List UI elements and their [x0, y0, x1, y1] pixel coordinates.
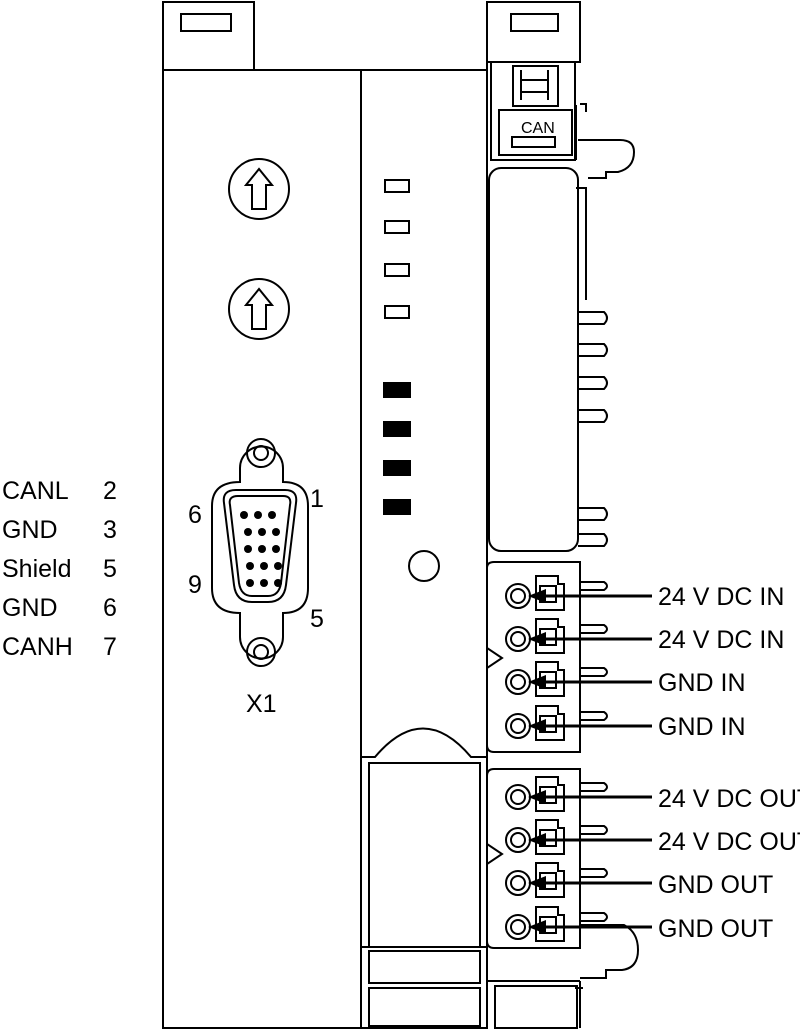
- led-outlined-3: [384, 263, 410, 277]
- terminal-label-2: 24 V DC IN: [658, 626, 784, 654]
- terminal-release-tab: [535, 705, 565, 741]
- dsub-pins: [240, 511, 282, 587]
- top-latch-left: [162, 1, 255, 71]
- terminal-inner-ring: [510, 875, 526, 891]
- terminal-label-4: GND IN: [658, 713, 746, 741]
- terminal-arrow-head: [528, 632, 546, 646]
- terminal-release-tab: [535, 661, 565, 697]
- terminal-release-tab: [535, 862, 565, 898]
- terminal-side-clip: [580, 581, 608, 591]
- terminal-side-clip: [580, 667, 608, 677]
- pin-signal-gnd-6: GND: [2, 594, 58, 622]
- terminal-opening: [505, 583, 531, 609]
- terminal-release-tab: [535, 575, 565, 611]
- pin-signal-canl: CANL: [2, 477, 69, 505]
- led-filled-4: [383, 499, 411, 515]
- terminal-side-clip: [580, 782, 608, 792]
- dsub-pin-1-label: 1: [310, 485, 324, 513]
- can-label: CAN: [521, 120, 555, 137]
- terminal-side-clip: [580, 711, 608, 721]
- terminal-inner-ring: [510, 789, 526, 805]
- terminal-arrow-head: [528, 675, 546, 689]
- pin-number-canh: 7: [103, 633, 117, 661]
- connector-x1-label: X1: [246, 690, 277, 718]
- terminal-arrow-head: [528, 833, 546, 847]
- terminal-labels: 24 V DC IN 24 V DC IN GND IN GND IN 24 V…: [658, 583, 800, 943]
- pin-signal-canh: CANH: [2, 633, 73, 661]
- marker-carrier: [361, 727, 487, 1027]
- terminal-row[interactable]: [505, 661, 652, 697]
- pin-assignment-table: CANL 2 GND 3 Shield 5 GND 6 CANH 7: [2, 477, 117, 661]
- terminal-release-tab: [535, 819, 565, 855]
- can-label-block: CAN: [490, 61, 636, 179]
- terminal-arrow-head: [528, 876, 546, 890]
- led-outlined-2: [384, 220, 410, 234]
- terminal-opening: [505, 784, 531, 810]
- top-latch-right: [486, 1, 581, 63]
- terminal-opening: [505, 713, 531, 739]
- led-filled-1: [383, 382, 411, 398]
- terminal-row[interactable]: [505, 906, 652, 942]
- pin-number-gnd-3: 3: [103, 516, 117, 544]
- terminal-row[interactable]: [505, 862, 652, 898]
- terminal-opening: [505, 669, 531, 695]
- terminal-side-clip: [580, 624, 608, 634]
- terminal-opening: [505, 626, 531, 652]
- pin-number-shield: 5: [103, 555, 117, 583]
- terminal-arrow-head: [528, 920, 546, 934]
- terminal-label-7: GND OUT: [658, 871, 773, 899]
- led-filled-2: [383, 421, 411, 437]
- reset-button[interactable]: [408, 550, 440, 582]
- terminal-arrow-head: [528, 719, 546, 733]
- power-terminal-block-out: [486, 768, 581, 949]
- terminal-row[interactable]: [505, 819, 652, 855]
- terminal-label-1: 24 V DC IN: [658, 583, 784, 611]
- rotary-switch-upper[interactable]: [228, 158, 290, 220]
- dsub-pin-6-label: 6: [188, 501, 202, 529]
- dsub-connector-x1[interactable]: 6 1 9 5: [188, 438, 324, 667]
- terminal-opening: [505, 914, 531, 940]
- led-outlined-4: [384, 305, 410, 319]
- bottom-latch: [487, 924, 640, 1029]
- pin-signal-gnd-3: GND: [2, 516, 58, 544]
- terminal-side-clip: [580, 825, 608, 835]
- terminal-label-8: GND OUT: [658, 915, 773, 943]
- terminal-inner-ring: [510, 919, 526, 935]
- pin-number-canl: 2: [103, 477, 117, 505]
- terminal-opening: [505, 827, 531, 853]
- upper-terminal-area: [488, 167, 608, 552]
- terminal-label-6: 24 V DC OUT: [658, 828, 800, 856]
- terminal-inner-ring: [510, 674, 526, 690]
- pin-number-gnd-6: 6: [103, 594, 117, 622]
- terminal-inner-ring: [510, 832, 526, 848]
- terminal-side-clip: [580, 868, 608, 878]
- terminal-row[interactable]: [505, 776, 652, 812]
- status-leds: [383, 179, 411, 515]
- terminal-release-tab: [535, 618, 565, 654]
- dsub-pin-5-label: 5: [310, 605, 324, 633]
- terminal-row[interactable]: [505, 575, 652, 611]
- upper-side-clips: [578, 311, 608, 547]
- dsub-pin-9-label: 9: [188, 571, 202, 599]
- terminal-side-clip: [580, 912, 608, 922]
- terminal-release-tab: [535, 776, 565, 812]
- terminal-label-5: 24 V DC OUT: [658, 785, 800, 813]
- terminal-release-tab: [535, 906, 565, 942]
- led-outlined-1: [384, 179, 410, 193]
- terminal-arrow-head: [528, 790, 546, 804]
- terminal-inner-ring: [510, 588, 526, 604]
- pin-signal-shield: Shield: [2, 555, 72, 583]
- terminal-inner-ring: [510, 631, 526, 647]
- rotary-switch-lower[interactable]: [228, 278, 290, 340]
- terminal-opening: [505, 870, 531, 896]
- led-filled-3: [383, 460, 411, 476]
- terminal-label-3: GND IN: [658, 669, 746, 697]
- terminal-row[interactable]: [505, 618, 652, 654]
- terminal-rows[interactable]: [505, 575, 652, 942]
- terminal-inner-ring: [510, 718, 526, 734]
- terminal-arrow-head: [528, 589, 546, 603]
- power-terminal-block-in: [486, 561, 581, 753]
- terminal-row[interactable]: [505, 705, 652, 741]
